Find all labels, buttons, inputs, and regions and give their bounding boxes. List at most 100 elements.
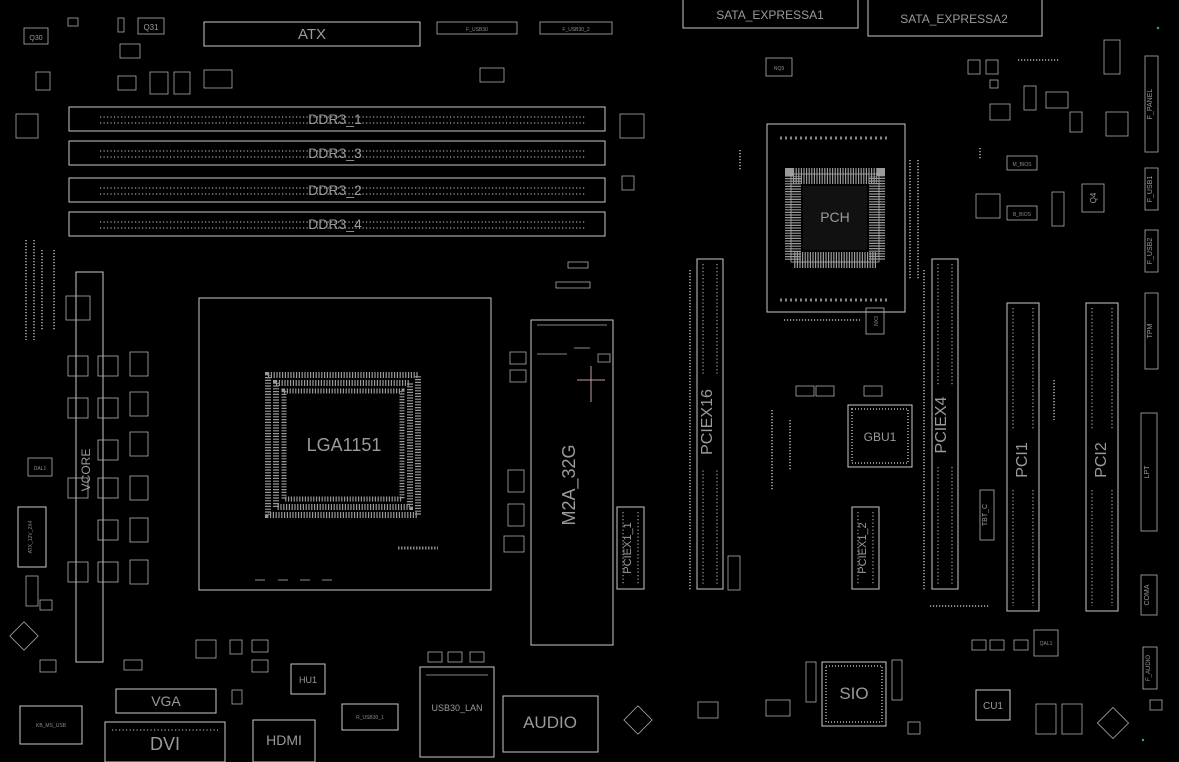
vga-port: VGA — [115, 688, 217, 714]
qal1-part: QAL1 — [1033, 629, 1059, 657]
dal1-part: DAL1 — [27, 457, 53, 477]
ddr3-slot-2: DDR3_2 — [68, 177, 606, 203]
q4-part: Q4 — [1081, 183, 1105, 213]
sio-chip: SIO — [821, 661, 887, 727]
svg-text:PCH: PCH — [820, 209, 850, 225]
kb-ms-usb-port: KB_MS_USB — [19, 705, 83, 745]
svg-text:F_AUDIO: F_AUDIO — [1146, 655, 1152, 681]
svg-text:ATX_12V_2X4: ATX_12V_2X4 — [28, 520, 34, 553]
svg-text:SATA_EXPRESSA2: SATA_EXPRESSA2 — [900, 12, 1008, 26]
svg-text:F_USB30: F_USB30 — [466, 27, 488, 33]
ddr3-slot-3: DDR3_3 — [68, 140, 606, 166]
pciex1-slot-2: PCIEX1_2 — [851, 506, 880, 590]
pci2-slot: PCI2 — [1085, 302, 1119, 612]
coma-header: COMA — [1140, 574, 1158, 616]
svg-text:DVI: DVI — [150, 734, 180, 754]
svg-text:Q31: Q31 — [143, 23, 159, 32]
hdmi-port: HDMI — [252, 719, 316, 762]
pci1-slot: PCI1 — [1006, 302, 1040, 612]
f-panel-header: F_PANEL — [1144, 55, 1159, 153]
pciex16-slot: PCIEX16 — [696, 258, 724, 590]
passive-components — [15, 17, 1163, 735]
gbu1-lan-chip: GBU1 — [847, 404, 913, 468]
q31-mosfet: Q31 — [137, 17, 165, 35]
f-usb2-header: F_USB2 — [1144, 229, 1159, 273]
svg-text:GBU1: GBU1 — [864, 430, 897, 444]
svg-text:VGA: VGA — [151, 693, 181, 709]
svg-text:SIO: SIO — [839, 684, 868, 703]
vrm-section: VCORE — [65, 271, 149, 663]
svg-text:B_BIOS: B_BIOS — [1013, 212, 1032, 218]
svg-text:F_USB2: F_USB2 — [1147, 238, 1154, 265]
m-bios-chip: M_BIOS — [1006, 155, 1038, 171]
svg-text:PCI1: PCI1 — [1014, 442, 1031, 478]
svg-text:PCIEX4: PCIEX4 — [933, 396, 950, 453]
tbt-header: TBT_C — [979, 489, 995, 541]
nx3-part: NX3 — [865, 307, 885, 335]
svg-text:PCIEX1_1: PCIEX1_1 — [622, 522, 634, 573]
svg-text:USB30_LAN: USB30_LAN — [431, 703, 482, 713]
svg-text:Q4: Q4 — [1089, 192, 1098, 203]
hu1-chip: HU1 — [290, 663, 326, 695]
svg-text:TBT_C: TBT_C — [982, 504, 989, 526]
svg-text:COMA: COMA — [1144, 584, 1151, 605]
svg-text:CU1: CU1 — [983, 701, 1003, 712]
svg-text:PCIEX16: PCIEX16 — [699, 389, 716, 455]
lpt-header: LPT — [1140, 412, 1158, 532]
svg-text:M2A_32G: M2A_32G — [559, 444, 580, 525]
usb30-header-a: F_USB30 — [436, 21, 518, 35]
svg-text:LPT: LPT — [1144, 465, 1151, 479]
svg-text:Q30: Q30 — [29, 35, 42, 42]
cpu-socket-lga1151: LGA1151 — [198, 297, 492, 591]
svg-text:DAL1: DAL1 — [34, 466, 47, 472]
svg-text:HDMI: HDMI — [266, 732, 302, 748]
pciex4-slot: PCIEX4 — [931, 258, 959, 590]
b-bios-chip: B_BIOS — [1006, 205, 1038, 221]
svg-text:NQ9: NQ9 — [774, 66, 785, 72]
svg-text:VCORE: VCORE — [79, 449, 93, 492]
f-usb1-header: F_USB1 — [1144, 167, 1159, 211]
nq9-part: NQ9 — [765, 57, 793, 77]
svg-text:DDR3_3: DDR3_3 — [308, 145, 362, 161]
svg-text:TPM: TPM — [1147, 323, 1154, 338]
pin-rows — [25, 59, 1060, 607]
svg-text:PCIEX1_2: PCIEX1_2 — [857, 522, 869, 573]
svg-text:QAL1: QAL1 — [1040, 641, 1053, 647]
ddr3-slot-4: DDR3_4 — [68, 211, 606, 237]
atx-12v-connector: ATX_12V_2X4 — [17, 506, 47, 568]
sata-express-2: SATA_EXPRESSA2 — [867, 0, 1043, 37]
svg-text:F_PANEL: F_PANEL — [1147, 89, 1154, 120]
svg-text:HU1: HU1 — [299, 675, 317, 685]
svg-text:PCI2: PCI2 — [1093, 442, 1110, 478]
f-audio-header: F_AUDIO — [1142, 646, 1158, 690]
svg-text:AUDIO: AUDIO — [523, 713, 577, 732]
svg-text:DDR3_2: DDR3_2 — [308, 182, 362, 198]
tpm-header: TPM — [1144, 292, 1159, 370]
cu1-chip: CU1 — [975, 689, 1011, 721]
svg-text:F_USB1: F_USB1 — [1147, 176, 1154, 203]
svg-text:M_BIOS: M_BIOS — [1013, 162, 1033, 168]
r-usb30-header: R_USB30_1 — [341, 703, 399, 731]
diamond-components — [9, 621, 1130, 740]
m2-slot: M2A_32G — [530, 319, 614, 646]
q30-mosfet: Q30 — [23, 27, 49, 45]
svg-text:NX3: NX3 — [874, 316, 880, 326]
svg-text:ATX: ATX — [298, 26, 326, 43]
usb30-header-b: F_USB30_2 — [539, 21, 613, 35]
sata-express-1: SATA_EXPRESSA1 — [682, 0, 859, 29]
ddr3-slot-1: DDR3_1 — [68, 106, 606, 132]
svg-text:F_USB30_2: F_USB30_2 — [562, 27, 589, 33]
svg-text:R_USB30_1: R_USB30_1 — [356, 715, 384, 721]
dvi-port: DVI — [104, 721, 226, 762]
atx-connector: ATX — [203, 21, 421, 47]
svg-text:DDR3_4: DDR3_4 — [308, 216, 362, 232]
svg-text:KB_MS_USB: KB_MS_USB — [36, 723, 67, 729]
audio-jack: AUDIO — [502, 695, 599, 753]
svg-text:DDR3_1: DDR3_1 — [308, 111, 362, 127]
svg-text:LGA1151: LGA1151 — [307, 435, 382, 455]
svg-text:SATA_EXPRESSA1: SATA_EXPRESSA1 — [716, 8, 824, 22]
pch-chip: PCH — [766, 123, 906, 313]
usb30-lan-port: USB30_LAN — [419, 666, 495, 758]
pciex1-slot-1: PCIEX1_1 — [616, 506, 645, 590]
